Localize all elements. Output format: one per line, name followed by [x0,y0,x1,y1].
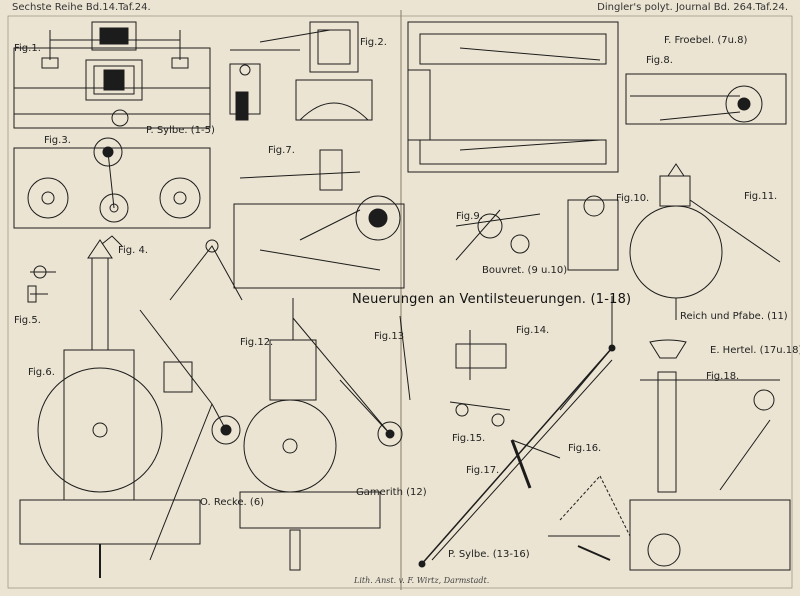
fig3-label: Fig.3. [44,135,71,146]
caption-bouvret: Bouvret. (9 u.10) [482,265,568,276]
fig6-label: Fig.6. [28,367,55,378]
fig12-label: Fig.12. [240,337,274,348]
fig15-label: Fig.15. [452,433,486,444]
fig5-label: Fig.5. [14,315,41,326]
fig13-label: Fig.13 [374,331,405,342]
fig9-fig10-drawing [455,195,619,271]
fig17-label: Fig.17. [466,465,500,476]
fig16-drawing [548,475,631,561]
fig14-fig15-drawing [449,330,511,427]
caption-sylbe-1-5: P. Sylbe. (1-5) [146,125,215,136]
fig10-label: Fig.10. [616,193,650,204]
fig9-label: Fig.9. [456,211,483,222]
fig4-fig5-drawing [27,235,123,303]
caption-hertel: E. Hertel. (17u.18) [710,345,800,356]
caption-froebel: F. Froebel. (7u.8) [664,35,748,46]
plate-title: Neuerungen an Ventilsteuerungen. (1-18) [352,292,632,307]
fig11-drawing [629,163,781,320]
fig18-label: Fig.18. [706,371,740,382]
fig2-drawing [229,21,373,121]
header-left: Sechste Reihe Bd.14.Taf.24. [12,2,151,13]
fig12-fig13-drawing [239,298,411,571]
lithographer-credit: Lith. Anst. v. F. Wirtz, Darmstadt. [354,576,490,585]
fig6-drawing [19,239,243,578]
fig18-drawing [629,339,791,571]
caption-reich-pfabe: Reich und Pfabe. (11) [680,311,788,322]
fig4-label: Fig. 4. [118,245,149,256]
froebel-drawing [407,21,787,173]
caption-gamerith: Gamerith (12) [356,487,427,498]
fig8-label: Fig.8. [646,55,673,66]
caption-sylbe-13-16: P. Sylbe. (13-16) [448,549,530,560]
caption-recke: O. Recke. (6) [200,497,265,508]
fig1-drawing [13,21,211,129]
fig7-drawing [233,149,405,289]
fig16-label: Fig.16. [568,443,602,454]
fig17-drawing [418,296,616,568]
fig14-label: Fig.14. [516,325,550,336]
fig2-label: Fig.2. [360,37,387,48]
fig1-label: Fig.1. [14,43,41,54]
fig7-label: Fig.7. [268,145,295,156]
fig11-label: Fig.11. [744,191,778,202]
fig3-drawing [13,109,211,229]
header-right: Dingler's polyt. Journal Bd. 264.Taf.24. [597,2,788,13]
